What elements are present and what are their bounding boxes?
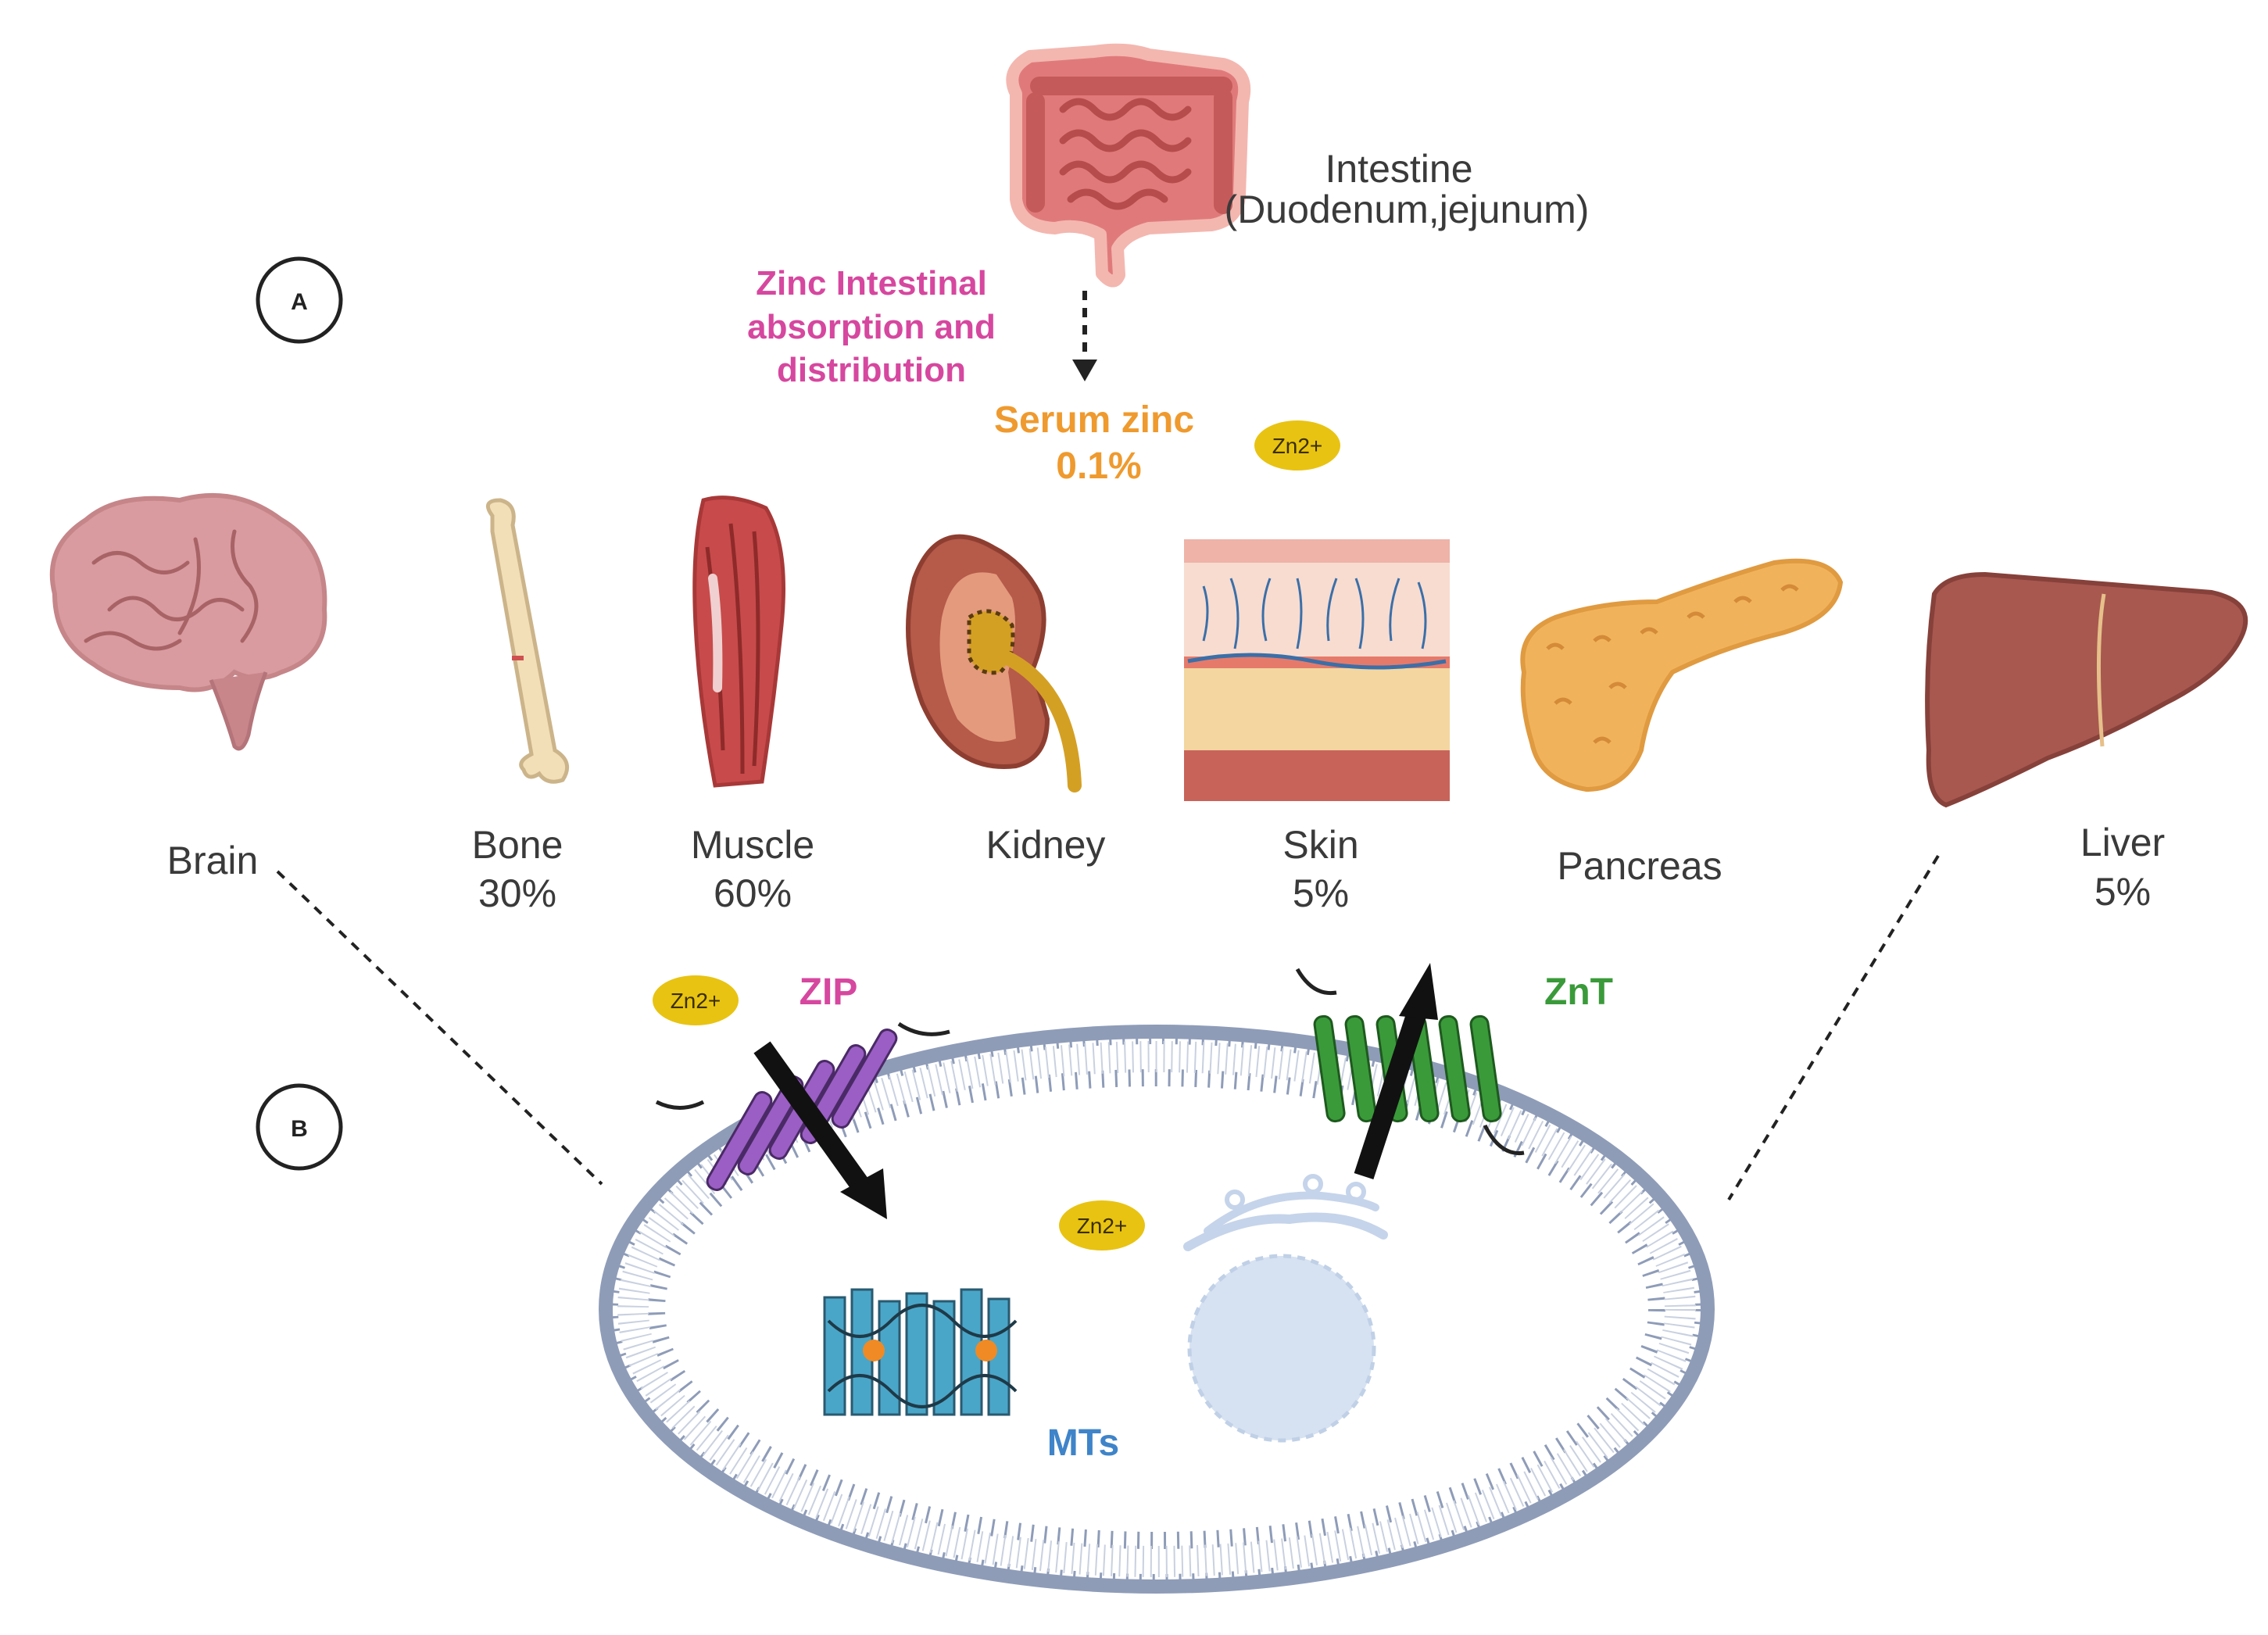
pancreas-illustration: [1520, 558, 1844, 792]
znt-label: ZnT: [1544, 971, 1613, 1013]
absorption-line3: distribution: [777, 351, 966, 389]
mts-label: MTs: [1047, 1422, 1119, 1464]
kidney-label: Kidney: [986, 823, 1106, 867]
brain-illustration: [49, 492, 327, 751]
liver-label: Liver: [2080, 821, 2165, 864]
zip-label: ZIP: [800, 971, 858, 1013]
zinc-ion-badge-cell: Zn2+: [1059, 1200, 1145, 1250]
zinc-ion-label-cell: Zn2+: [1077, 1214, 1128, 1238]
brain-label: Brain: [167, 839, 259, 882]
muscle-percent: 60%: [714, 871, 792, 915]
bone-label: Bone: [472, 823, 563, 867]
panel-b-badge: B: [256, 1083, 343, 1171]
muscle-illustration: [692, 496, 785, 788]
liver-percent: 5%: [2095, 870, 2151, 914]
connector-left: [276, 870, 603, 1186]
cell-membrane: [599, 1025, 1715, 1594]
panel-b-letter: B: [291, 1116, 308, 1142]
intestine-illustration: [1006, 43, 1251, 288]
serum-zinc-percent: 0.1%: [1056, 445, 1141, 487]
panel-a-badge: A: [256, 256, 343, 344]
absorption-text: Zinc Intestinal absorption and distribut…: [747, 264, 996, 389]
vesicle-illustration: [1183, 1174, 1388, 1443]
zinc-ion-badge-top: Zn2+: [1254, 420, 1340, 470]
bone-illustration: [485, 498, 570, 784]
intestine-label-line1: Intestine: [1325, 147, 1472, 191]
zinc-ion-badge-zip: Zn2+: [653, 975, 739, 1025]
intestine-label-line2: (Duodenum,jejunum): [1225, 188, 1590, 231]
absorption-arrowhead: [1072, 360, 1097, 381]
pancreas-label: Pancreas: [1557, 844, 1722, 888]
bone-percent: 30%: [478, 871, 556, 915]
panel-a-letter: A: [291, 289, 308, 315]
muscle-label: Muscle: [691, 823, 814, 867]
znt-efflux-arrow: [1354, 963, 1438, 1180]
zinc-ion-label-top: Zn2+: [1272, 434, 1323, 458]
serum-zinc-label: Serum zinc: [994, 399, 1194, 441]
skin-illustration: [1184, 539, 1450, 801]
liver-illustration: [1925, 571, 2248, 808]
metallothionein-illustration: [823, 1288, 1018, 1416]
connector-right: [1727, 854, 1940, 1201]
skin-percent: 5%: [1293, 871, 1349, 915]
zinc-ion-label-zip: Zn2+: [671, 989, 721, 1013]
zip-influx-arrow: [753, 1041, 887, 1219]
kidney-illustration: [906, 534, 1082, 792]
skin-label: Skin: [1282, 823, 1358, 867]
absorption-line1: Zinc Intestinal: [756, 264, 987, 302]
absorption-line2: absorption and: [747, 308, 996, 346]
